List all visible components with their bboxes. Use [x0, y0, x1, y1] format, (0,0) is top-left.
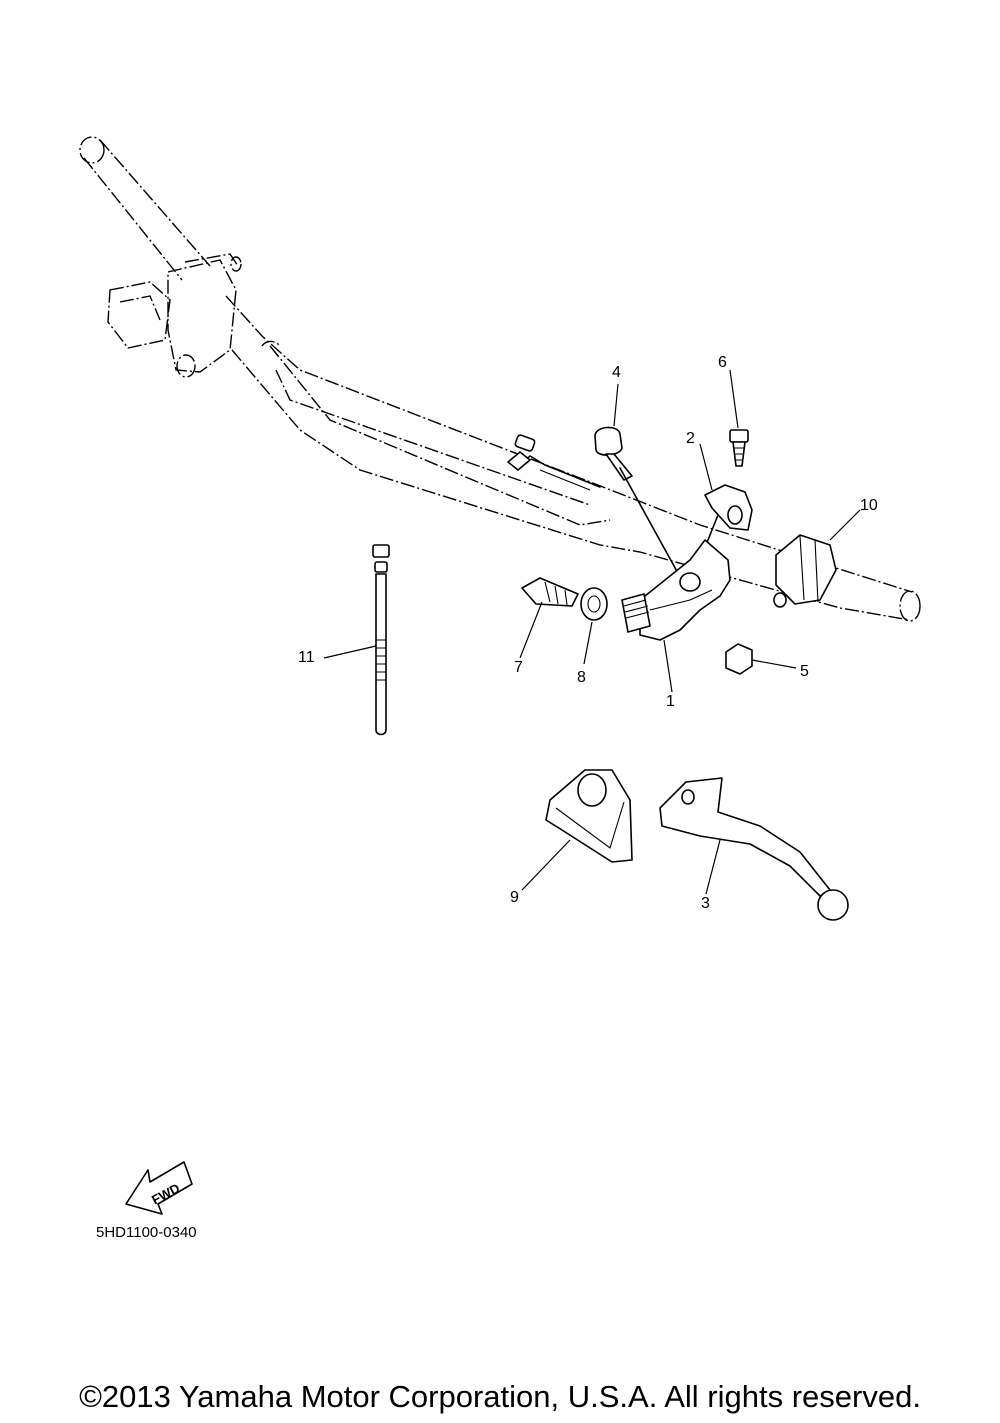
callout-3: 3	[701, 895, 710, 912]
callout-numbers: 1 2 3 4 5 6 7 8 9 10 11	[298, 354, 878, 912]
callout-8: 8	[577, 669, 586, 686]
callout-10: 10	[860, 497, 878, 514]
cable-end	[507, 434, 601, 491]
nut	[725, 643, 753, 675]
callout-2: 2	[686, 430, 695, 447]
fwd-arrow-icon: FWD	[125, 1161, 193, 1215]
callout-1: 1	[666, 693, 675, 710]
clutch-lever	[659, 777, 849, 921]
leader-lines	[323, 369, 861, 895]
cable-adjuster	[521, 577, 579, 607]
pivot-bolt	[594, 426, 691, 596]
handlebar-outline	[79, 136, 921, 622]
callout-9: 9	[510, 889, 519, 906]
left-switch-housing	[107, 253, 242, 378]
diagram-code: 5HD1100-0340	[96, 1224, 197, 1241]
callout-5: 5	[800, 663, 809, 680]
callout-7: 7	[514, 659, 523, 676]
switch-unit	[773, 534, 837, 608]
lock-nut	[580, 587, 608, 621]
lever-guard	[545, 769, 633, 863]
screw	[729, 429, 749, 467]
lever-clamp	[699, 484, 753, 561]
callout-6: 6	[718, 354, 727, 371]
copyright-notice: ©2013 Yamaha Motor Corporation, U.S.A. A…	[79, 1379, 921, 1414]
callout-11: 11	[298, 649, 315, 666]
lever-holder	[621, 539, 731, 641]
callout-4: 4	[612, 364, 621, 381]
cable-tie	[372, 544, 390, 736]
